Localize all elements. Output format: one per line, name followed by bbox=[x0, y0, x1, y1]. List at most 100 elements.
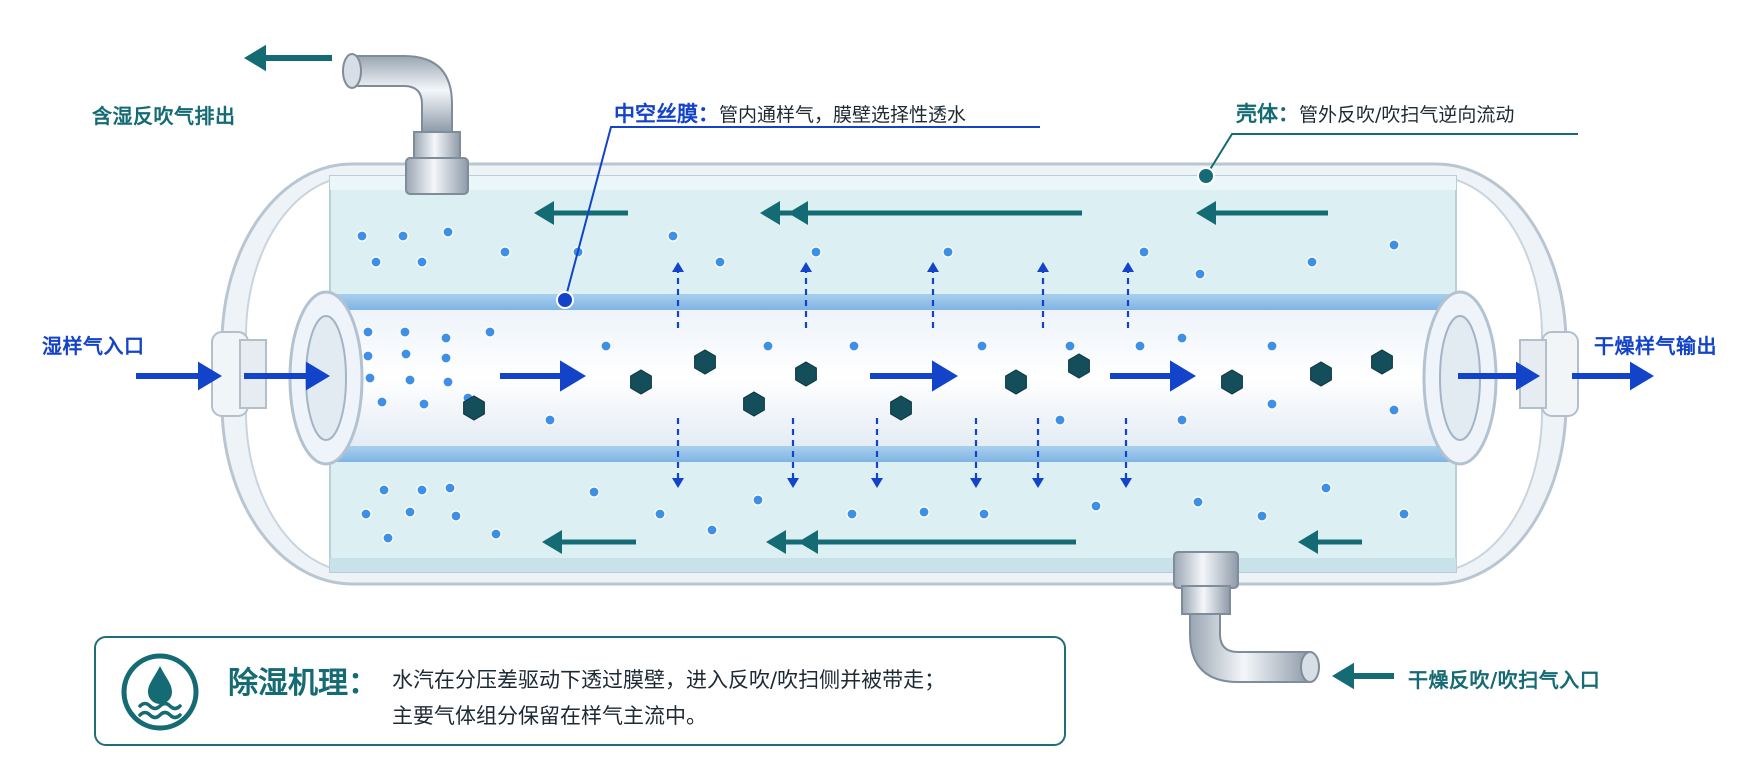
shell-callout: 壳体：管外反吹/吹扫气逆向流动 bbox=[1236, 98, 1514, 128]
exhaust-arrow-head bbox=[244, 44, 266, 72]
water-vapor-dot bbox=[356, 230, 368, 242]
gas-molecules bbox=[463, 349, 1393, 421]
water-vapor-dot bbox=[400, 348, 412, 360]
water-vapor-dot bbox=[1090, 500, 1102, 512]
water-vapor-dot bbox=[848, 340, 860, 352]
water-vapor-dot bbox=[1138, 246, 1150, 258]
water-vapor-dot bbox=[654, 508, 666, 520]
water-vapor-dot bbox=[846, 508, 858, 520]
water-vapor-dot bbox=[397, 230, 409, 242]
permeation-arrowhead bbox=[1122, 262, 1134, 272]
sweep-flow-arrow-head bbox=[766, 530, 786, 554]
water-vapor-dot bbox=[1064, 340, 1076, 352]
sweep-flow-arrow-head bbox=[760, 201, 780, 225]
permeation-arrowhead bbox=[1032, 478, 1044, 488]
water-vapor-dot bbox=[444, 482, 456, 494]
gas-molecule bbox=[694, 349, 716, 375]
outlet-arrow-head bbox=[1630, 361, 1654, 391]
water-vapor-dot bbox=[1192, 496, 1204, 508]
water-vapor-dots bbox=[356, 226, 1410, 544]
water-vapor-dot bbox=[1194, 268, 1206, 280]
sweep-flow-arrow-head bbox=[542, 530, 562, 554]
inlet-arrow-head bbox=[198, 361, 222, 391]
water-vapor-dot bbox=[1398, 508, 1410, 520]
mechanism-line-2: 主要气体组分保留在样气主流中。 bbox=[392, 704, 707, 728]
water-vapor-dot bbox=[484, 326, 496, 338]
gas-molecule bbox=[1068, 353, 1090, 379]
membrane-wall-top bbox=[318, 294, 1468, 310]
water-vapor-dot bbox=[362, 326, 374, 338]
water-vapor-dot bbox=[364, 372, 376, 384]
water-vapor-dot bbox=[978, 508, 990, 520]
sweep-flow-arrow-head bbox=[788, 201, 808, 225]
humid-sweep-exhaust-label: 含湿反吹气排出 bbox=[92, 104, 236, 128]
water-vapor-dot bbox=[490, 528, 502, 540]
dry-sample-outlet-label: 干燥样气输出 bbox=[1594, 334, 1717, 358]
water-vapor-dot bbox=[442, 226, 454, 238]
water-vapor-dot bbox=[1388, 404, 1400, 416]
membrane-callout: 中空丝膜：管内通样气，膜壁选择性透水 bbox=[614, 98, 966, 128]
water-vapor-dot bbox=[1054, 414, 1066, 426]
water-vapor-dot bbox=[918, 506, 930, 518]
gas-molecule bbox=[795, 361, 817, 387]
mechanism-box: 除湿机理： 水汽在分压差驱动下透过膜壁，进入反吹/吹扫侧并被带走； 主要气体组分… bbox=[94, 636, 1066, 746]
flow-arrows bbox=[136, 44, 1654, 690]
callout-leaders bbox=[556, 126, 1578, 309]
gas-molecule bbox=[743, 391, 765, 417]
membrane-callout-key: 中空丝膜： bbox=[614, 102, 719, 126]
mechanism-title: 除湿机理： bbox=[228, 666, 378, 701]
exhaust-pipe bbox=[342, 53, 469, 195]
water-vapor-dot bbox=[499, 246, 511, 258]
gas-molecule bbox=[1221, 369, 1243, 395]
water-vapor-dot bbox=[600, 340, 612, 352]
water-vapor-dot bbox=[706, 524, 718, 536]
wet-sample-inlet-label: 湿样气入口 bbox=[42, 334, 145, 358]
water-vapor-dot bbox=[370, 256, 382, 268]
water-vapor-dot bbox=[440, 352, 452, 364]
gas-molecule bbox=[1005, 369, 1027, 395]
water-vapor-dot bbox=[378, 484, 390, 496]
inlet-arrow-head bbox=[306, 361, 330, 391]
water-vapor-dot bbox=[1266, 340, 1278, 352]
water-vapor-dot bbox=[1306, 256, 1318, 268]
water-vapor-dot bbox=[810, 246, 822, 258]
permeation-arrowhead bbox=[672, 478, 684, 488]
water-vapor-dot bbox=[942, 246, 954, 258]
outlet-arrow-head bbox=[1516, 361, 1540, 391]
gas-molecule bbox=[1371, 349, 1393, 375]
permeation-arrows bbox=[672, 262, 1134, 488]
water-vapor-dot bbox=[442, 376, 454, 388]
water-vapor-dot bbox=[418, 398, 430, 410]
water-vapor-dot bbox=[450, 510, 462, 522]
gas-molecule bbox=[463, 395, 485, 421]
shell-callout-key: 壳体： bbox=[1236, 102, 1299, 126]
sweep-inlet-arrow-head bbox=[1332, 662, 1354, 690]
water-vapor-dot bbox=[416, 256, 428, 268]
gas-molecule bbox=[890, 395, 912, 421]
water-vapor-dot bbox=[382, 532, 394, 544]
sweep-flow-arrow-head bbox=[798, 530, 818, 554]
mechanism-line-1: 水汽在分压差驱动下透过膜壁，进入反吹/吹扫侧并被带走； bbox=[392, 668, 946, 692]
permeation-arrowhead bbox=[1037, 262, 1049, 272]
membrane-wall-bottom bbox=[318, 446, 1468, 462]
sweep-inlet-pipe bbox=[1173, 551, 1320, 683]
sweep-flow-arrow-head bbox=[1298, 530, 1318, 554]
water-vapor-dot bbox=[976, 340, 988, 352]
water-vapor-dot bbox=[752, 494, 764, 506]
water-vapor-dot bbox=[1176, 414, 1188, 426]
sweep-flow-arrow-head bbox=[534, 201, 554, 225]
water-vapor-dot bbox=[1320, 482, 1332, 494]
membrane-callout-text: 管内通样气，膜壁选择性透水 bbox=[719, 104, 967, 126]
permeation-arrowhead bbox=[927, 262, 939, 272]
water-vapor-dot bbox=[376, 396, 388, 408]
permeation-arrowhead bbox=[800, 262, 812, 272]
sample-flow-arrow-head bbox=[932, 360, 958, 392]
permeation-arrowhead bbox=[871, 478, 883, 488]
permeation-arrowhead bbox=[1120, 478, 1132, 488]
water-vapor-dot bbox=[714, 256, 726, 268]
water-vapor-dot bbox=[1388, 239, 1400, 251]
water-drop-icon bbox=[121, 653, 199, 731]
water-vapor-dot bbox=[440, 332, 452, 344]
water-vapor-dot bbox=[360, 508, 372, 520]
